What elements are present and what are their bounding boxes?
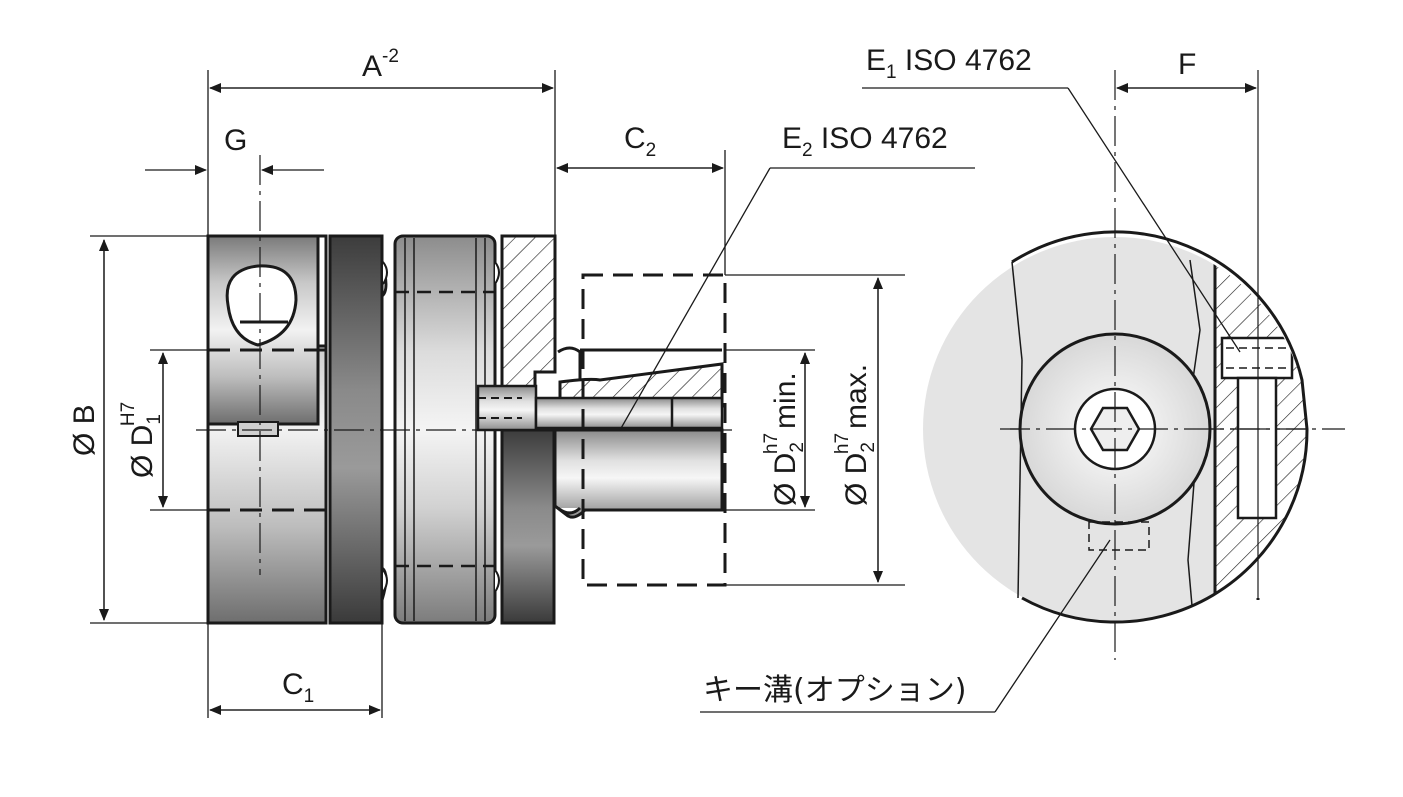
clamp-screw-head-icon	[225, 264, 298, 347]
label-keyway: キー溝(オプション)	[703, 673, 966, 708]
labels: A-2 G C2 E2 ISO 4762 E1 ISO 4762 F Ø B Ø…	[68, 44, 1196, 708]
label-c1: C1	[282, 668, 314, 707]
label-a: A-2	[362, 46, 399, 83]
label-d1: Ø D1H7	[118, 402, 165, 478]
label-g: G	[224, 124, 247, 157]
label-f: F	[1178, 48, 1196, 81]
shaft-envelope-dashed	[581, 273, 727, 587]
front-view	[923, 70, 1345, 660]
dimensions-side	[90, 70, 975, 718]
label-e1: E1 ISO 4762	[866, 44, 1032, 83]
dimensions-front	[700, 83, 1257, 713]
label-b: Ø B	[68, 404, 101, 456]
label-d2-max: Ø D2h7max.	[832, 364, 879, 506]
hub-right	[476, 234, 724, 625]
label-c2: C2	[624, 122, 656, 161]
side-view	[196, 155, 736, 625]
label-e2: E2 ISO 4762	[782, 122, 948, 161]
label-d2-min: Ø D2h7min.	[761, 372, 808, 506]
